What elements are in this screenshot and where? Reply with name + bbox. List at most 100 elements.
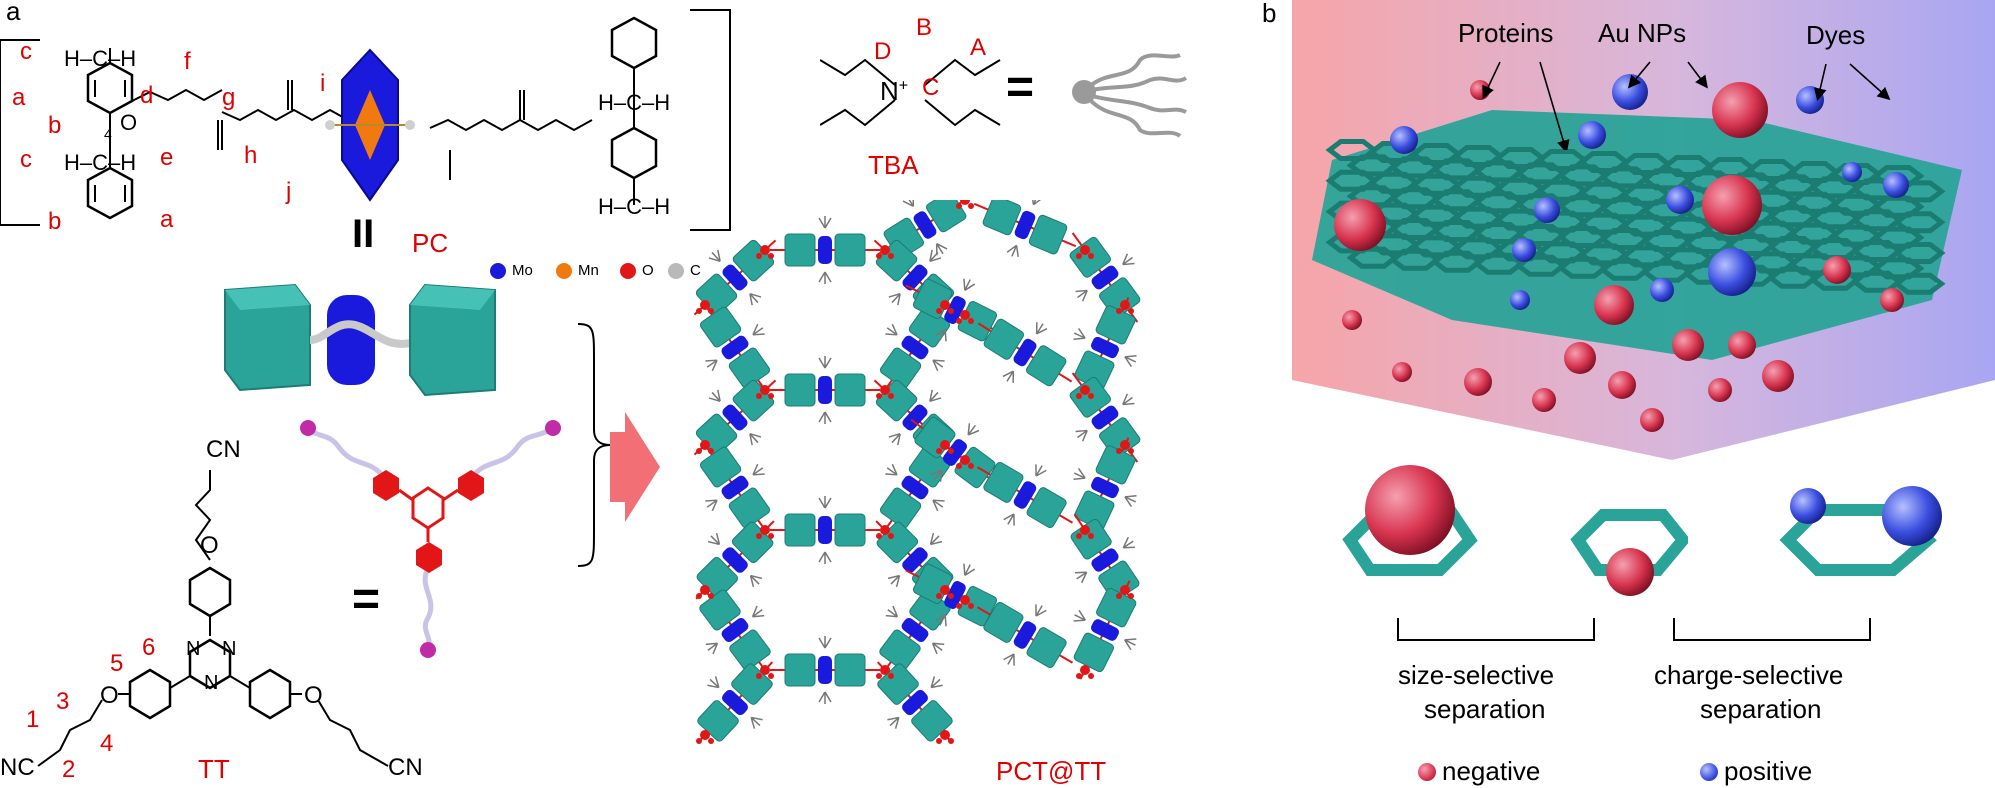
- membrane-scene: [1292, 0, 1995, 460]
- legend-o-label: O: [642, 262, 654, 279]
- tt-num-5: 5: [110, 650, 124, 677]
- negative-particle-icon: [1640, 408, 1664, 432]
- pc-linker-icon: [770, 216, 880, 284]
- membrane-pore-icon: [1556, 256, 1610, 279]
- tt-num-6: 6: [142, 634, 156, 661]
- negative-particle-icon: [1712, 82, 1768, 138]
- tt-node-icon: [936, 440, 954, 454]
- tt-node-icon: [936, 585, 954, 599]
- pc-linker-icon: [699, 585, 771, 675]
- pc-linker-icon: [973, 200, 1077, 257]
- membrane-pore-icon: [1892, 242, 1946, 264]
- membrane-pore-icon: [1430, 250, 1484, 273]
- pore-pass-illustration: [1570, 509, 1688, 596]
- pc-label-h: h: [244, 142, 258, 169]
- pc-label-i: i: [320, 70, 326, 97]
- charge-selective-illustration: [1779, 486, 1942, 576]
- membrane-pore-icon: [1766, 266, 1820, 289]
- pc-hch-4: H–C–H: [598, 194, 671, 219]
- positive-particle-icon: [1700, 762, 1718, 781]
- negative-particle-icon: [1728, 331, 1756, 359]
- pc-equals-vertical: II: [352, 212, 375, 256]
- pc-label-c2: c: [20, 146, 32, 173]
- o-dot-icon: [620, 262, 636, 279]
- pc-hch-2: H–C–H: [64, 150, 137, 175]
- pc-linker-icon: [1073, 437, 1137, 538]
- tt-node-icon: [696, 440, 714, 454]
- positive-particle-icon: [1708, 248, 1756, 296]
- negative-particle-icon: [1762, 360, 1794, 392]
- pc-ring-number: 4: [104, 126, 112, 142]
- tt-cartoon-icon: [300, 420, 561, 658]
- negative-particle-icon: [1392, 362, 1412, 382]
- mn-dot-icon: [556, 262, 572, 279]
- size-selective-line2: separation: [1424, 694, 1546, 724]
- negative-particle-icon: [1464, 368, 1492, 396]
- tt-node-icon: [1076, 385, 1094, 399]
- tt-node-icon: [696, 730, 714, 744]
- pc-label-b1: b: [48, 112, 62, 139]
- pc-label-f: f: [184, 48, 191, 75]
- pc-linker-icon: [770, 356, 880, 424]
- tba-cartoon-icon: [1072, 53, 1188, 138]
- tt-node-icon: [1076, 665, 1094, 679]
- positive-particle-icon: [1650, 278, 1674, 302]
- membrane-pore-icon: [1388, 248, 1442, 271]
- tt-node-icon: [936, 730, 954, 744]
- positive-particle-icon: [1842, 162, 1862, 182]
- atom-legend-o: O: [620, 262, 654, 279]
- assembly-arrow-icon: [610, 412, 660, 522]
- negative-particle-icon: [1608, 371, 1636, 399]
- tba-equals: =: [1006, 61, 1035, 114]
- negative-particle-icon: [1672, 329, 1704, 361]
- pc-label-g: g: [222, 84, 236, 111]
- positive-particle-icon: [1510, 290, 1530, 310]
- pc-linker-icon: [699, 441, 771, 534]
- charge-legend-negative: negative: [1418, 756, 1540, 787]
- pc-linker-icon: [976, 601, 1074, 669]
- charge-selective-line2: separation: [1700, 694, 1822, 724]
- legend-negative-label: negative: [1442, 756, 1541, 786]
- pc-cartoon-icon: [224, 283, 496, 397]
- tt-node-icon: [876, 385, 894, 399]
- size-selective-illustration: [1342, 465, 1478, 576]
- tba-label-b: B: [916, 14, 933, 41]
- tba-structure: [820, 58, 1001, 127]
- polyoxometalate-cluster-icon: [325, 48, 415, 202]
- tt-num-3: 3: [56, 688, 70, 715]
- negative-particle-icon: [1823, 256, 1851, 284]
- label-au-nps: Au NPs: [1598, 18, 1687, 48]
- tba-label-c: C: [922, 74, 940, 101]
- tt-node-icon: [1116, 300, 1134, 314]
- pc-hch-1: H–C–H: [64, 46, 137, 71]
- pc-label-d: d: [140, 82, 154, 109]
- tt-cartoon-equals: =: [352, 573, 381, 626]
- negative-particle-icon: [1418, 762, 1436, 781]
- legend-mn-label: Mn: [578, 262, 599, 279]
- tt-node-icon: [756, 385, 774, 399]
- negative-particle-icon: [1334, 199, 1386, 251]
- positive-particle-icon: [1578, 121, 1606, 149]
- positive-particle-icon: [1883, 172, 1909, 198]
- tba-name: TBA: [868, 150, 919, 180]
- membrane-pore-icon: [1472, 252, 1526, 275]
- positive-particle-icon: [1666, 186, 1694, 214]
- tt-node-icon: [956, 595, 974, 609]
- negative-particle-icon: [1880, 288, 1904, 312]
- tt-cn-top: CN: [206, 436, 241, 463]
- negative-particle-icon: [1342, 310, 1362, 330]
- membrane-pore-icon: [1892, 211, 1946, 234]
- tt-node-icon: [756, 665, 774, 679]
- atom-legend-c: C: [668, 262, 701, 279]
- tt-node-icon: [876, 245, 894, 259]
- tt-node-icon: [1116, 440, 1134, 454]
- tt-n2: N: [222, 638, 237, 660]
- pc-molecule-structure: [0, 9, 731, 231]
- pc-linker-icon: [976, 461, 1074, 529]
- positive-particle-icon: [1534, 197, 1560, 223]
- negative-particle-icon: [1702, 175, 1762, 235]
- tba-label-a: A: [970, 34, 987, 61]
- grouping-bracket: [577, 323, 611, 567]
- tt-node-icon: [696, 300, 714, 314]
- charge-legend-positive: positive: [1700, 756, 1812, 787]
